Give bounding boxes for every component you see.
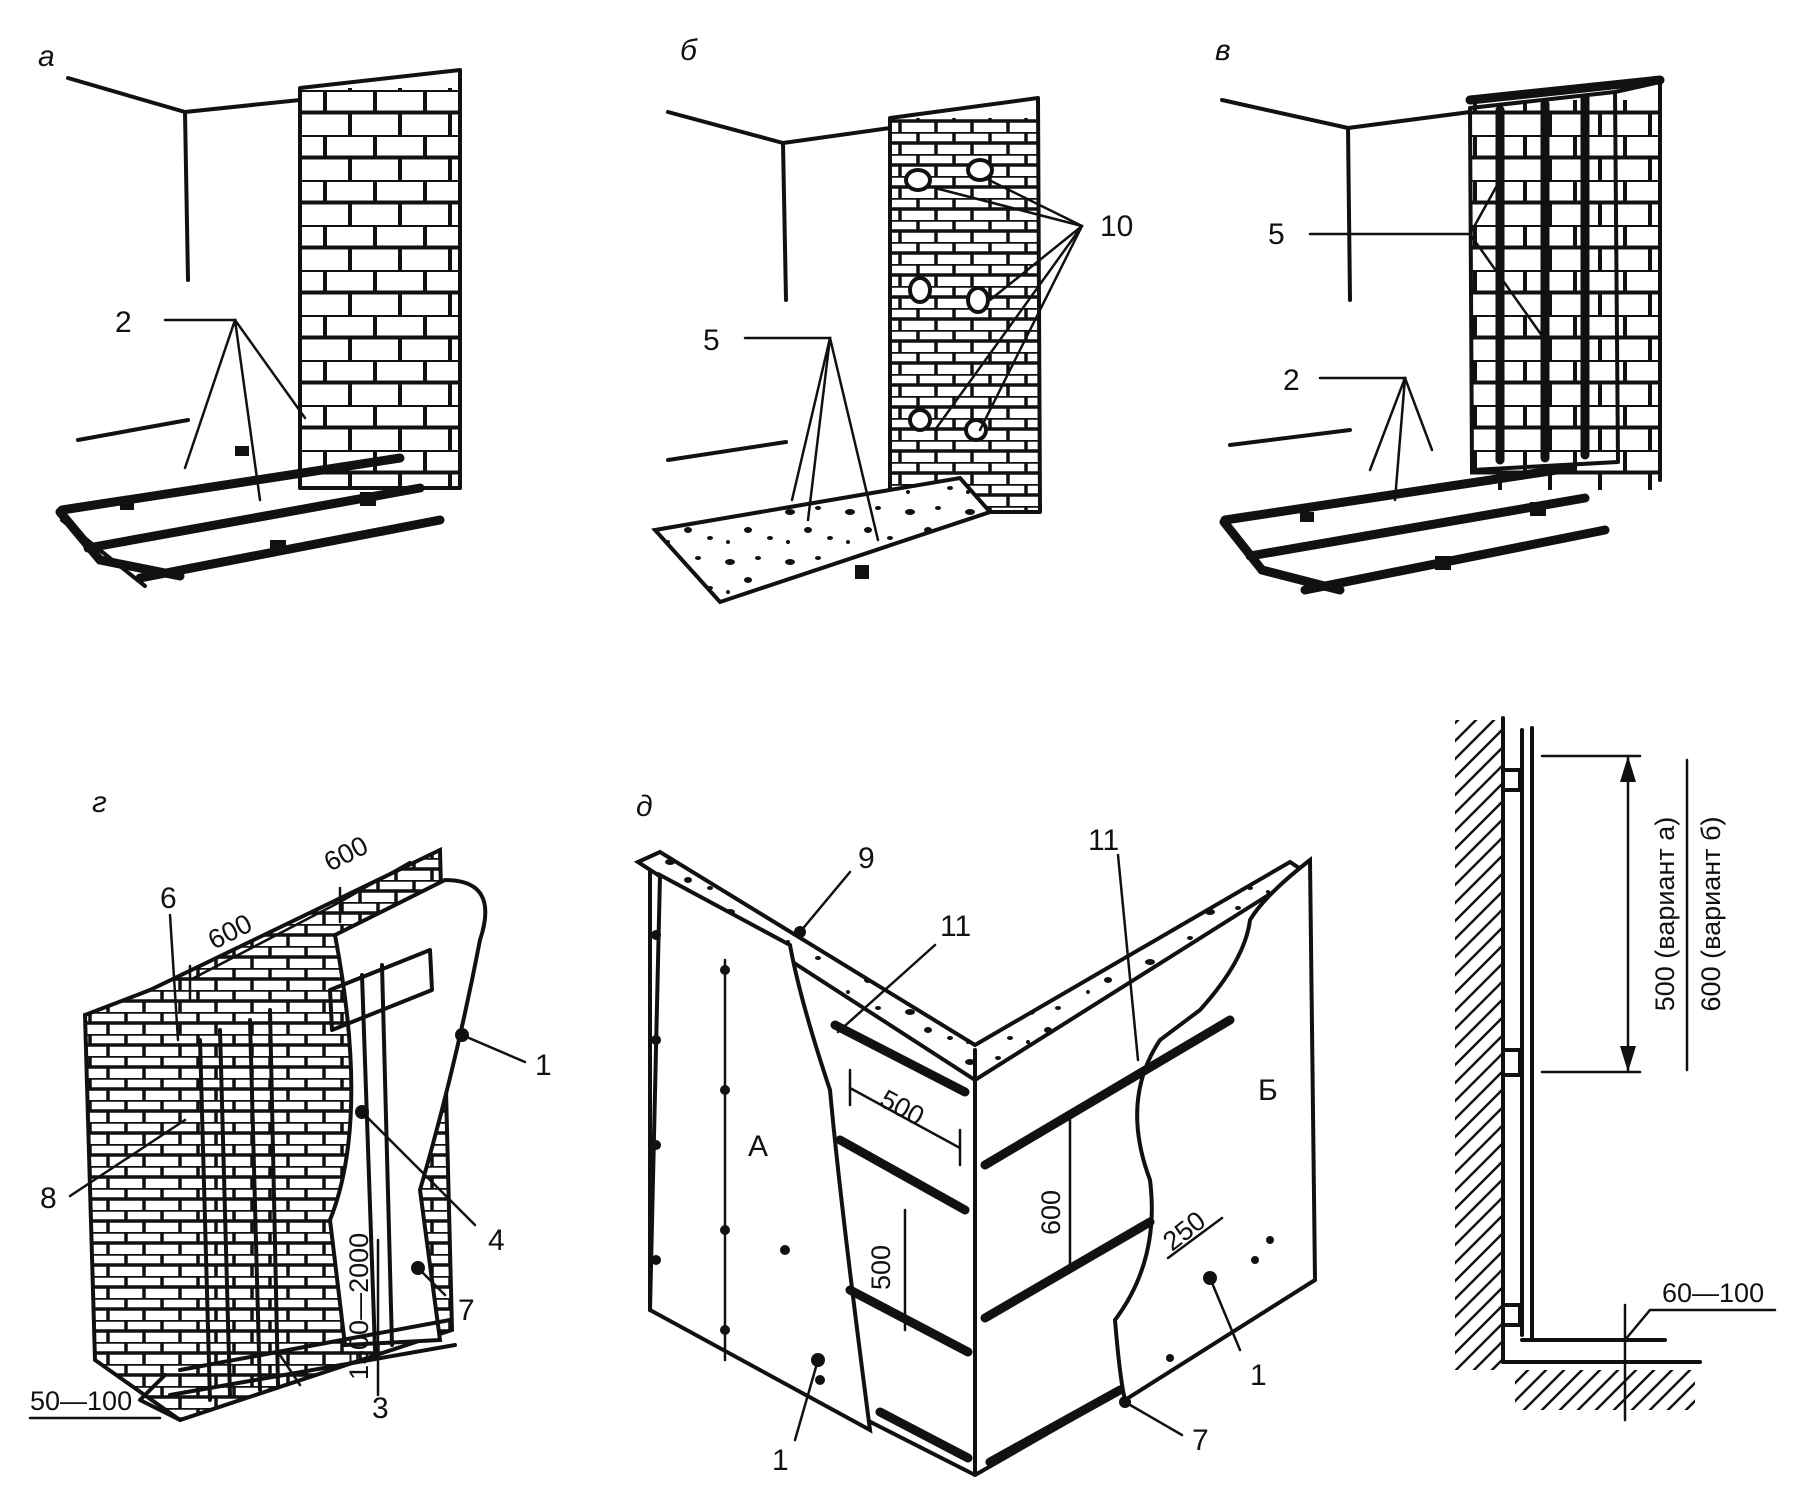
- dimension-500-600: 500 (вариант а) 600 (вариант б): [1540, 754, 1726, 1074]
- callout-1-right: 1: [1250, 1359, 1267, 1392]
- callout-7: 7: [458, 1294, 475, 1327]
- callout-5: 5: [1268, 218, 1285, 251]
- zone-B: Б: [1258, 1074, 1278, 1107]
- right-wall-battens: [980, 1015, 1235, 1467]
- panel-a: а 2: [38, 40, 462, 588]
- dim-500-variant-a: 500 (вариант а): [1650, 817, 1680, 1012]
- floor-laths: [55, 446, 445, 588]
- dimension-60-100: 60—100: [1623, 1278, 1777, 1422]
- battens-and-sheet: [1501, 726, 1667, 1342]
- callout-10-leader: 10: [933, 176, 1133, 432]
- panel-v: в 5 2: [1215, 34, 1665, 595]
- callout-3: 3: [372, 1392, 389, 1425]
- callout-6: 6: [160, 882, 177, 915]
- callout-1-left: 1: [772, 1444, 789, 1477]
- callout-9: 9: [858, 842, 875, 875]
- dim-60-100: 60—100: [1662, 1278, 1764, 1308]
- dim-500-vertical: 500: [866, 1245, 896, 1290]
- callout-5-leader: 5: [703, 324, 880, 542]
- dim-1500-2000: 1500—2000: [344, 1233, 374, 1380]
- callout-2: 2: [115, 306, 132, 339]
- dim-600-vertical: 600: [1036, 1190, 1066, 1235]
- callout-5: 5: [703, 324, 720, 357]
- mortar-floor: [651, 475, 994, 605]
- wall-section: 500 (вариант а) 600 (вариант б) 60—100: [1455, 716, 1777, 1422]
- callout-2-leader: 2: [115, 306, 307, 502]
- zone-A: А: [748, 1130, 768, 1163]
- left-wall-sheet-A: А: [647, 868, 873, 1434]
- panel-d-letter: д: [636, 790, 653, 823]
- dim-600-variant-b: 600 (вариант б): [1696, 817, 1726, 1012]
- right-wall-sheet-B: Б: [1112, 855, 1318, 1404]
- dimension-50-100: 50—100: [28, 1386, 162, 1420]
- callout-5-leader: 5: [1268, 178, 1547, 342]
- dim-600-right: 600: [319, 830, 373, 877]
- callout-11-left: 11: [940, 910, 971, 943]
- callout-11-right: 11: [1088, 824, 1119, 857]
- dimension-500-vertical: 500: [866, 1245, 896, 1290]
- callout-4: 4: [488, 1224, 505, 1257]
- dimension-1500-2000: 1500—2000: [344, 1233, 380, 1397]
- callout-8: 8: [40, 1182, 57, 1215]
- callouts: 6 8 1 4 7 3: [40, 882, 552, 1425]
- panel-b-letter: б: [680, 34, 698, 67]
- panel-b: б 5 10: [651, 34, 1133, 605]
- callout-7: 7: [1192, 1424, 1209, 1457]
- left-wall-battens: [830, 1020, 973, 1463]
- panel-d: д А Б: [633, 790, 1318, 1477]
- callouts: 9 11 11 1 1 7: [772, 824, 1267, 1477]
- dim-500-horizontal: 500: [875, 1084, 929, 1132]
- mortar-dabs-wall: [904, 158, 994, 442]
- panel-g-letter: г: [92, 786, 107, 819]
- dim-50-100: 50—100: [30, 1386, 132, 1416]
- vertical-mortar-strips: [1465, 75, 1665, 465]
- panel-a-letter: а: [38, 40, 55, 73]
- wood-frame: [138, 948, 457, 1422]
- callout-2-leader: 2: [1283, 364, 1434, 502]
- dimension-600-vertical: 600: [1036, 1190, 1066, 1235]
- panel-g: г 600 600 1500—2000: [28, 786, 552, 1425]
- callout-10: 10: [1100, 210, 1133, 243]
- floor-laths: [1219, 463, 1610, 595]
- brick-wall: [300, 88, 460, 488]
- callout-1: 1: [535, 1049, 552, 1082]
- callout-2: 2: [1283, 364, 1300, 397]
- panel-v-letter: в: [1215, 34, 1231, 67]
